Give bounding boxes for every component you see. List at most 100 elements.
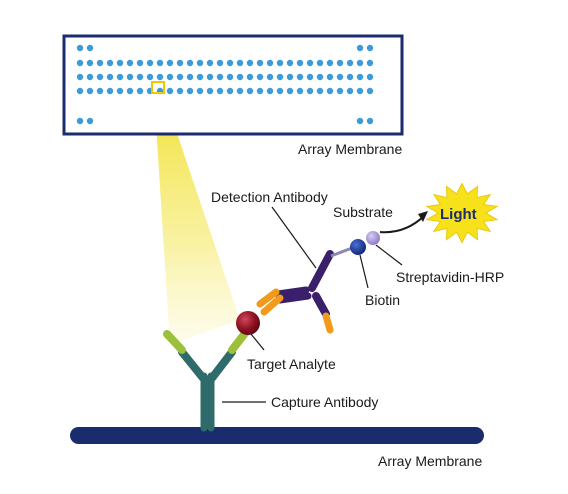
array-spot (336, 73, 344, 81)
array-spot (326, 73, 334, 81)
array-spot (356, 59, 364, 67)
array-spot (126, 59, 134, 67)
array-spot (236, 87, 244, 95)
light-label: Light (440, 206, 477, 223)
array-spot (96, 87, 104, 95)
reaction-arrowhead (418, 211, 428, 222)
streptavidin-hrp-pointer (375, 244, 403, 266)
target-analyte-label: Target Analyte (247, 356, 336, 372)
array-spot (176, 73, 184, 81)
target-analyte (236, 311, 260, 335)
array-spot (306, 73, 314, 81)
array-spot (146, 73, 154, 81)
array-spot (336, 87, 344, 95)
biotin-label: Biotin (365, 292, 400, 308)
array-spot (346, 87, 354, 95)
array-spot (136, 73, 144, 81)
array-spot (86, 117, 94, 125)
substrate-label: Substrate (333, 204, 393, 220)
array-spot (106, 87, 114, 95)
array-spot (196, 87, 204, 95)
biotin-linker (330, 246, 353, 258)
array-spot (236, 59, 244, 67)
array-spot (286, 87, 294, 95)
array-spot (106, 59, 114, 67)
array-spot (186, 73, 194, 81)
array-spot (116, 73, 124, 81)
array-spot (186, 87, 194, 95)
array-spot (196, 73, 204, 81)
reaction-arrow (379, 215, 425, 234)
array-spot (226, 87, 234, 95)
array-spot (116, 59, 124, 67)
array-membrane-top (62, 34, 404, 136)
array-spot (226, 59, 234, 67)
array-spot (196, 59, 204, 67)
streptavidin-hrp-label: Streptavidin-HRP (396, 269, 504, 285)
array-spot (326, 87, 334, 95)
array-spot (276, 73, 284, 81)
array-spot (286, 59, 294, 67)
capture-antibody (163, 328, 250, 432)
array-spot (186, 59, 194, 67)
array-spot (206, 73, 214, 81)
array-spot (166, 73, 174, 81)
array-spot (126, 87, 134, 95)
detection-antibody-pointer (271, 206, 317, 269)
array-spot (356, 73, 364, 81)
array-spot (216, 87, 224, 95)
light-burst (425, 182, 499, 244)
array-membrane-bar (70, 427, 484, 444)
biotin (350, 239, 366, 255)
array-spot (256, 87, 264, 95)
array-spot (316, 59, 324, 67)
array-spot (146, 59, 154, 67)
array-spot (216, 73, 224, 81)
array-spot (316, 87, 324, 95)
array-spot (176, 59, 184, 67)
array-spot (366, 59, 374, 67)
array-spot (226, 73, 234, 81)
array-spot (76, 44, 84, 52)
array-spot (86, 44, 94, 52)
array-spot (306, 87, 314, 95)
array-spot (176, 87, 184, 95)
array-spot (86, 59, 94, 67)
array-spot (356, 87, 364, 95)
array-spot (76, 73, 84, 81)
array-spot (326, 59, 334, 67)
array-spot (216, 59, 224, 67)
array-spot (136, 59, 144, 67)
array-spot (96, 73, 104, 81)
detection-antibody-label: Detection Antibody (211, 189, 328, 205)
array-spot (246, 73, 254, 81)
array-spot (126, 73, 134, 81)
array-spot (136, 87, 144, 95)
array-spot (96, 59, 104, 67)
array-membrane-bottom-label: Array Membrane (378, 453, 482, 469)
array-spot (156, 59, 164, 67)
array-spot (156, 73, 164, 81)
array-spot (76, 59, 84, 67)
array-spot (86, 87, 94, 95)
array-spot (276, 59, 284, 67)
array-spot (296, 59, 304, 67)
biotin-pointer (359, 254, 369, 289)
array-spot (76, 117, 84, 125)
array-spot (266, 59, 274, 67)
array-spot (106, 73, 114, 81)
array-spot (266, 87, 274, 95)
detection-antibody (256, 250, 334, 334)
array-spot (246, 87, 254, 95)
array-spot (296, 87, 304, 95)
array-spot (366, 44, 374, 52)
array-spot (276, 87, 284, 95)
array-membrane-frame (62, 34, 404, 136)
array-spot (236, 73, 244, 81)
array-spot (356, 117, 364, 125)
array-spot (366, 117, 374, 125)
array-spot (246, 59, 254, 67)
array-spot (206, 87, 214, 95)
array-spot (306, 59, 314, 67)
